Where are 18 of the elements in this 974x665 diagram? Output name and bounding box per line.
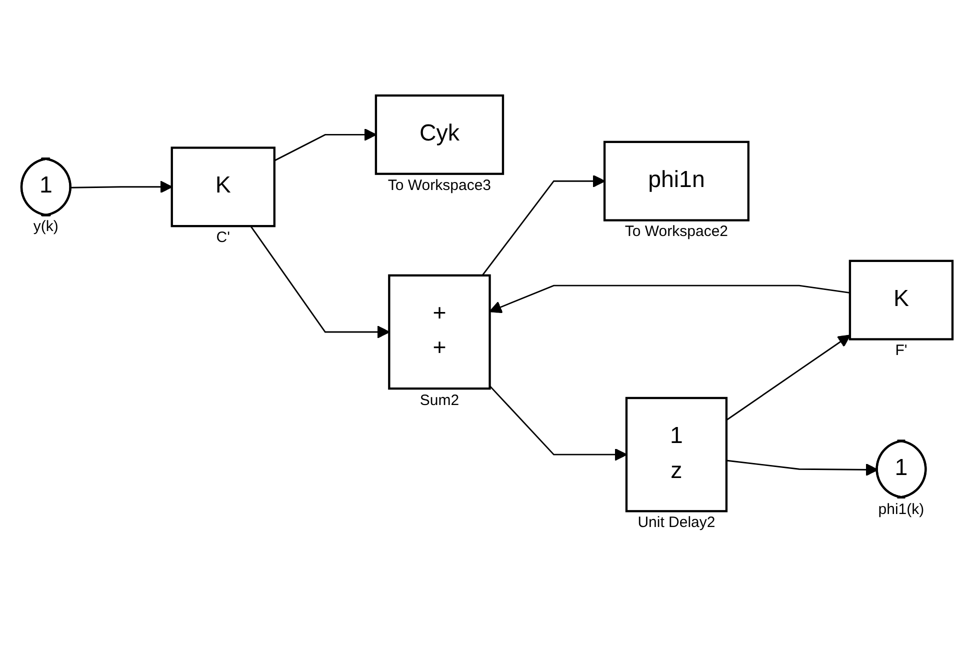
- node-box: K: [848, 260, 954, 340]
- arrow: [250, 226, 390, 339]
- block-name: y(k): [33, 218, 58, 236]
- block-name: phi1(k): [878, 500, 924, 518]
- node-box: Cyk: [374, 94, 504, 176]
- arrow: [274, 128, 377, 162]
- arrow: [726, 334, 851, 421]
- block-name: Unit Delay2: [638, 514, 716, 532]
- block-name: To Workspace3: [388, 176, 492, 194]
- node-box: 1 z: [625, 397, 728, 512]
- node-box: + +: [388, 274, 491, 390]
- block-name: To Workspace2: [624, 223, 728, 240]
- arrow: [489, 386, 628, 462]
- node-box: K: [170, 146, 276, 228]
- arrow: [482, 174, 606, 276]
- node-box: phi1n: [603, 140, 750, 222]
- arrow: [71, 180, 172, 194]
- arrow: [489, 284, 850, 314]
